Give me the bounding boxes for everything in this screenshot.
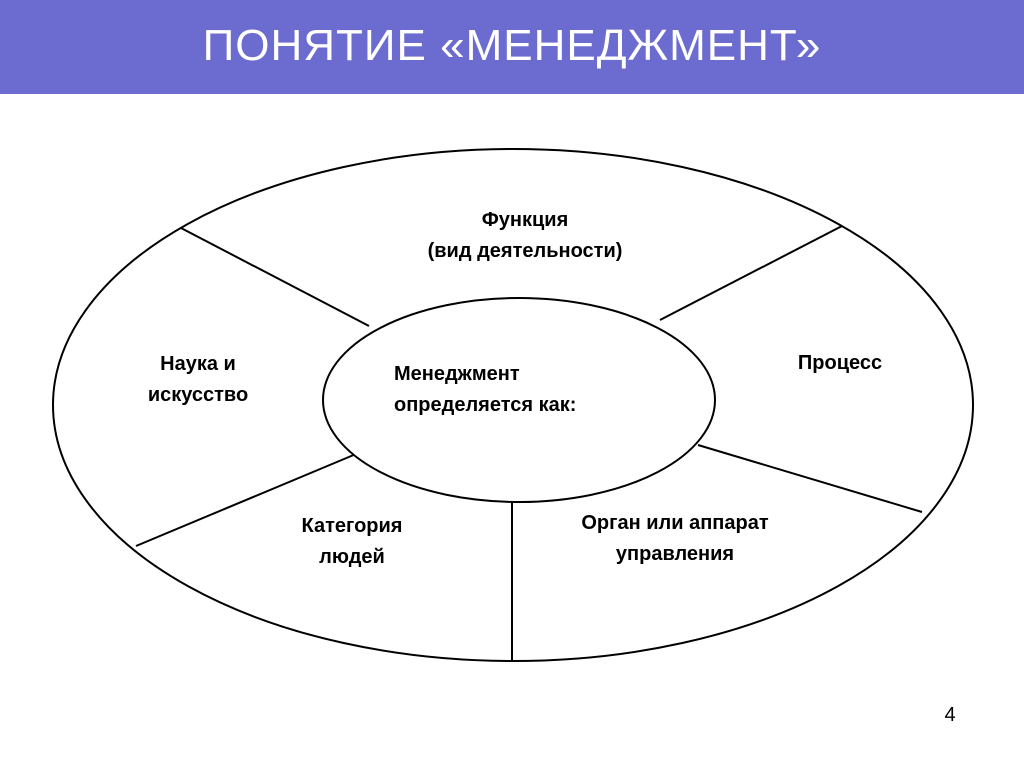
divider-bottom-left xyxy=(135,453,357,547)
center-label: Менеджмент определяется как: xyxy=(394,359,576,421)
center-ellipse xyxy=(322,297,716,503)
segment-science-label: Наука и искусство xyxy=(118,349,278,411)
segment-science-line1: Наука и xyxy=(160,353,236,375)
title-bar: ПОНЯТИЕ «МЕНЕДЖМЕНТ» xyxy=(0,0,1024,94)
divider-top-right xyxy=(659,225,843,321)
segment-process-label: Процесс xyxy=(778,348,902,379)
segment-category-line2: людей xyxy=(319,546,385,568)
segment-organ-line1: Орган или аппарат xyxy=(581,512,769,534)
divider-top-left xyxy=(180,227,370,327)
segment-function-line2: (вид деятельности) xyxy=(427,240,623,262)
segment-organ-line2: управления xyxy=(615,543,735,565)
divider-bottom-right xyxy=(697,444,923,513)
segment-science-line2: искусство xyxy=(147,384,249,406)
segment-function-line1: Функция xyxy=(481,209,569,231)
page-number: 4 xyxy=(944,704,956,726)
segment-function-label: Функция (вид деятельности) xyxy=(408,205,642,267)
segment-category-line1: Категория xyxy=(301,515,403,537)
segment-process-line1: Процесс xyxy=(797,352,883,374)
slide-title: ПОНЯТИЕ «МЕНЕДЖМЕНТ» xyxy=(202,21,822,70)
segment-organ-label: Орган или аппарат управления xyxy=(555,508,795,570)
center-label-line1: Менеджмент xyxy=(394,363,520,385)
center-label-line2: определяется как: xyxy=(394,394,577,416)
segment-category-label: Категория людей xyxy=(280,511,424,573)
